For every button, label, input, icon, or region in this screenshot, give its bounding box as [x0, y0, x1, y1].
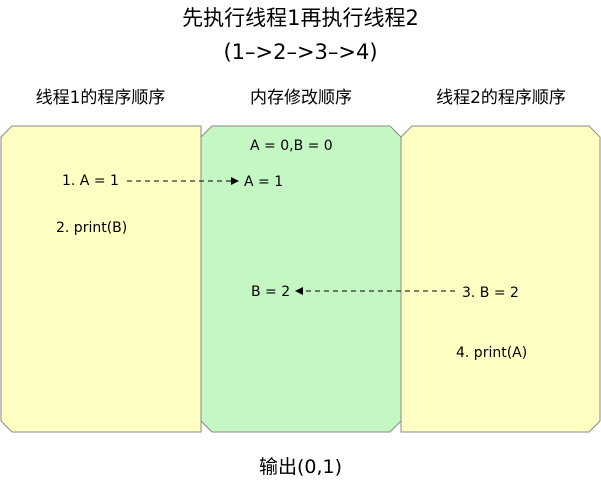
- diagram-title-line1: 先执行线程1再执行线程2: [182, 6, 419, 30]
- thread2-panel: [400, 125, 601, 433]
- memory-entry-b: B = 2: [251, 284, 291, 300]
- memory-entry-a: A = 1: [244, 174, 284, 190]
- thread1-header: 线程1的程序顺序: [35, 88, 166, 108]
- memory-panel: [200, 125, 402, 433]
- thread1-panel: [0, 125, 202, 433]
- memory-initial-state: A = 0,B = 0: [250, 138, 333, 154]
- memory-header: 内存修改顺序: [250, 88, 352, 108]
- thread2-header: 线程2的程序顺序: [436, 88, 566, 108]
- thread1-step-2: 2. print(B): [56, 220, 128, 236]
- output-result: 输出(0,1): [258, 456, 343, 478]
- diagram-title-line2: (1–>2–>3–>4): [223, 40, 378, 64]
- thread2-step-4: 4. print(A): [456, 345, 528, 361]
- thread1-step-1: 1. A = 1: [62, 173, 119, 189]
- thread2-step-3: 3. B = 2: [462, 285, 519, 301]
